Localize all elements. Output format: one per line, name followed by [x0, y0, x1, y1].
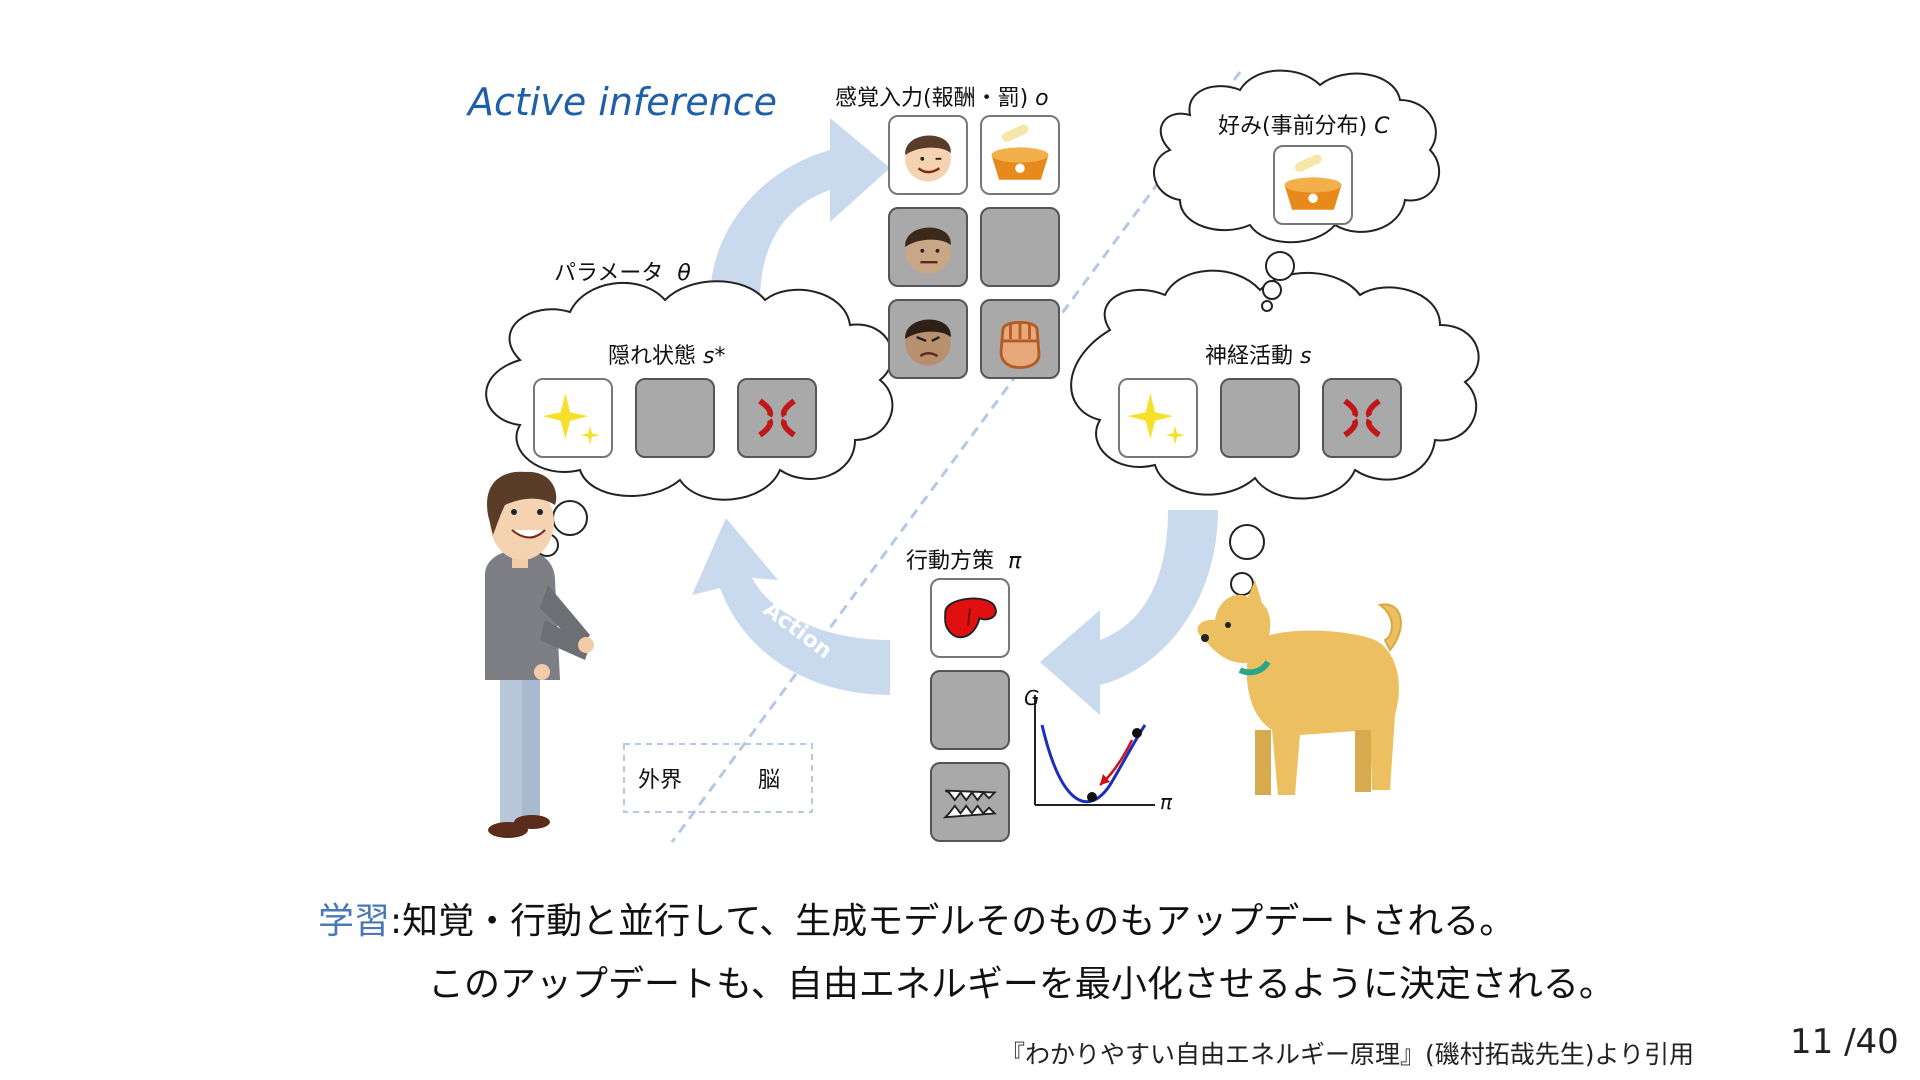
footer-line-2: このアップデートも、自由エネルギーを最小化させるように決定される。 [428, 964, 1615, 1005]
blank-sensory-tile [980, 207, 1060, 287]
neural-sparkle-tile [1118, 378, 1198, 458]
cycle-arrows [692, 118, 1218, 715]
happy-face-tile [888, 115, 968, 195]
arrow-to-policy [1040, 510, 1218, 715]
brain-label: 脳 [758, 768, 781, 793]
dog-bowl-icon [991, 124, 1049, 180]
neutral-face-tile [888, 207, 968, 287]
world-brain-divider [670, 71, 1242, 843]
g-curve [1040, 724, 1147, 804]
fist-tile [980, 299, 1060, 379]
arrow-to-sensory [710, 118, 890, 300]
preference-bowl-tile [1273, 145, 1353, 225]
angry-face-tile [888, 299, 968, 379]
angry-face-icon [905, 319, 951, 366]
neutral-face-icon [905, 227, 951, 274]
free-energy-graph [1034, 695, 1155, 806]
dog-bowl-icon [1284, 154, 1342, 210]
teeth-icon [942, 789, 997, 819]
hidden-anger-tile [737, 378, 817, 458]
happy-face-icon [905, 135, 951, 182]
anger-mark-icon [1343, 398, 1381, 438]
citation: 『わかりやすい自由エネルギー原理』(磯村拓哉先生)より引用 [1000, 1040, 1695, 1069]
graph-y-label: G [1024, 686, 1040, 710]
policy-tongue-tile [930, 578, 1010, 658]
graph-x-label: π [1160, 790, 1173, 814]
policy-blank-tile [930, 670, 1010, 750]
neural-activity-label: 神経活動 s [1205, 344, 1312, 369]
page-number: 11 /40 [1790, 1022, 1899, 1062]
fist-icon [999, 320, 1041, 369]
sparkle-icon [1127, 393, 1185, 445]
sparkle-icon [542, 393, 600, 445]
sensory-input-label: 感覚入力(報酬・罰) o [835, 86, 1049, 111]
policy-teeth-tile [930, 762, 1010, 842]
tongue-icon [944, 597, 997, 639]
world-brain-legend [623, 743, 813, 813]
diagram-title: Active inference [468, 80, 778, 124]
world-label: 外界 [638, 768, 683, 793]
hidden-blank-tile [635, 378, 715, 458]
arrow-action [692, 518, 890, 695]
footer-keyword: 学習 [318, 901, 391, 942]
anger-mark-icon [758, 398, 796, 438]
man-figure [485, 471, 594, 838]
hidden-sparkle-tile [533, 378, 613, 458]
dog-bowl-tile [980, 115, 1060, 195]
preference-label: 好み(事前分布) C [1218, 114, 1390, 139]
dog-figure [1197, 580, 1402, 795]
footer-line-1: 学習:知覚・行動と並行して、生成モデルそのものもアップデートされる。 [318, 901, 1516, 942]
neural-blank-tile [1220, 378, 1300, 458]
neural-anger-tile [1322, 378, 1402, 458]
policy-label: 行動方策 π [906, 549, 1022, 574]
hidden-state-label: 隠れ状態 s* [608, 344, 726, 369]
parameter-label: パラメータ θ [554, 261, 691, 286]
